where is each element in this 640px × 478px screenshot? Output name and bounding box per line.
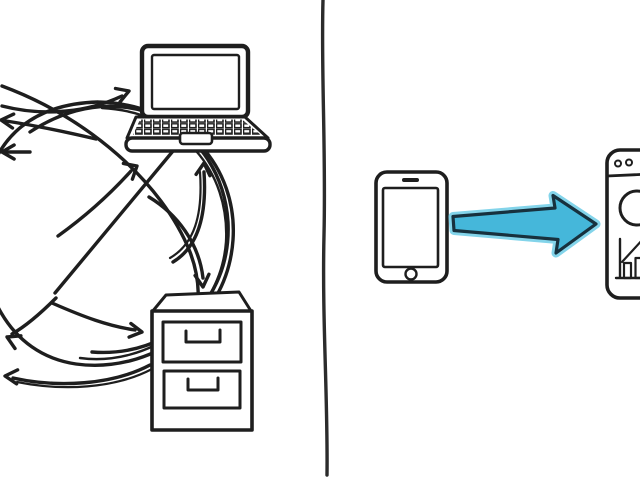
window-dot-icon — [614, 159, 622, 168]
bar-chart-bar — [634, 256, 640, 280]
arrow-down-left — [10, 296, 58, 336]
smartphone-icon — [374, 170, 449, 284]
bar-chart-bar — [622, 261, 633, 280]
arrowhead — [113, 86, 131, 104]
laptop-trackpad-notch — [178, 131, 214, 146]
laptop-keys — [133, 119, 261, 135]
window-frame — [605, 148, 640, 300]
arrowhead — [0, 143, 16, 161]
arrowhead — [194, 161, 212, 178]
transfer-arrow-icon — [448, 191, 601, 258]
arrowhead — [121, 161, 139, 181]
arrow-to-laptop — [0, 94, 124, 114]
arrow-swoosh-left-echo — [15, 367, 154, 389]
pie-chart-icon — [618, 189, 640, 227]
cabinet-handle-top — [184, 328, 222, 344]
phone-home-button — [404, 267, 418, 281]
arrow-left-upper — [4, 119, 98, 141]
filing-cabinet-icon — [150, 290, 254, 432]
window-toolbar-line — [605, 173, 640, 178]
cabinet-handle-bottom — [186, 376, 220, 392]
window-dot-icon — [625, 158, 633, 167]
arrowhead — [5, 334, 23, 351]
transfer-arrow-body — [451, 193, 598, 255]
arrow-up-right — [56, 169, 133, 238]
laptop-icon — [124, 43, 272, 153]
scribble-diagonal — [53, 149, 175, 295]
scribble-loop — [0, 100, 235, 367]
analytics-window-icon — [605, 148, 640, 300]
bar-chart-trend-line — [620, 240, 640, 264]
tangled-arrows-scribble — [0, 84, 235, 389]
arrow-down-to-cabinet — [147, 195, 205, 280]
laptop-screen — [150, 53, 241, 111]
arrow-up-to-laptop-echo — [168, 170, 202, 260]
arrowhead — [127, 321, 144, 339]
phone-speaker — [402, 178, 419, 182]
arrow-right-to-cabinet — [50, 301, 137, 332]
panel-divider — [320, 0, 329, 477]
arrowhead — [0, 112, 16, 130]
cabinet-top — [150, 290, 253, 314]
phone-screen — [381, 186, 440, 269]
arrowhead — [193, 272, 211, 289]
arrow-swoosh-left — [11, 363, 152, 386]
arrowhead — [3, 368, 20, 386]
arrow-up-to-laptop — [171, 170, 207, 264]
